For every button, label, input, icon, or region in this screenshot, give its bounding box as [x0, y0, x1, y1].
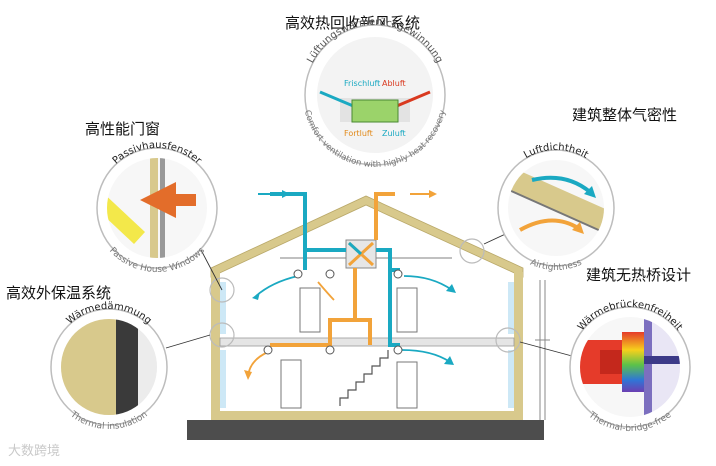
air-flow-arrows — [244, 275, 456, 380]
airtightness-detail: Luftdichtheit Airtightness — [497, 142, 615, 273]
windows-title: 高性能门窗 — [85, 120, 161, 138]
label-abluft: Abluft — [382, 79, 406, 88]
windows-detail: Passivhausfenster Passive House Windows — [96, 140, 218, 275]
label-fortluft: Fortluft — [344, 129, 373, 138]
label-zuluft: Zuluft — [382, 129, 406, 138]
window-right-lower — [508, 350, 514, 408]
outdoor-air-arrows — [258, 190, 437, 198]
window-right-upper — [508, 282, 514, 334]
airtightness-arc-bottom: Airtightness — [529, 258, 584, 273]
insulation-detail: Wärmedämmung Thermal insulation — [50, 301, 168, 432]
thermal-bridge-title: 建筑无热桥设计 — [586, 266, 692, 284]
heat-recovery-detail: Lüftungswärmerückgewinnung Comfort venti… — [302, 17, 448, 170]
staircase — [339, 350, 389, 406]
insulation-title: 高效外保温系统 — [6, 284, 112, 302]
airtightness-title: 建筑整体气密性 — [572, 106, 678, 124]
balcony-railing — [535, 280, 550, 420]
air-outlets — [263, 269, 403, 355]
window-left-lower — [220, 350, 226, 408]
door-lower-right — [396, 361, 418, 409]
label-frischluft: Frischluft — [344, 79, 380, 88]
ground-slab — [187, 420, 544, 440]
door-upper-right — [396, 287, 418, 333]
extract-air-ducts — [270, 192, 395, 347]
watermark: 大数跨境 — [8, 444, 61, 459]
thermal-bridge-detail: Wärmebrückenfreiheit Thermal-bridge-free — [569, 299, 691, 434]
door-lower-left — [280, 359, 302, 409]
svg-text:Airtightness: Airtightness — [529, 258, 584, 273]
door-upper-left — [299, 287, 321, 333]
house-envelope — [210, 195, 524, 420]
window-left-upper — [220, 282, 226, 334]
